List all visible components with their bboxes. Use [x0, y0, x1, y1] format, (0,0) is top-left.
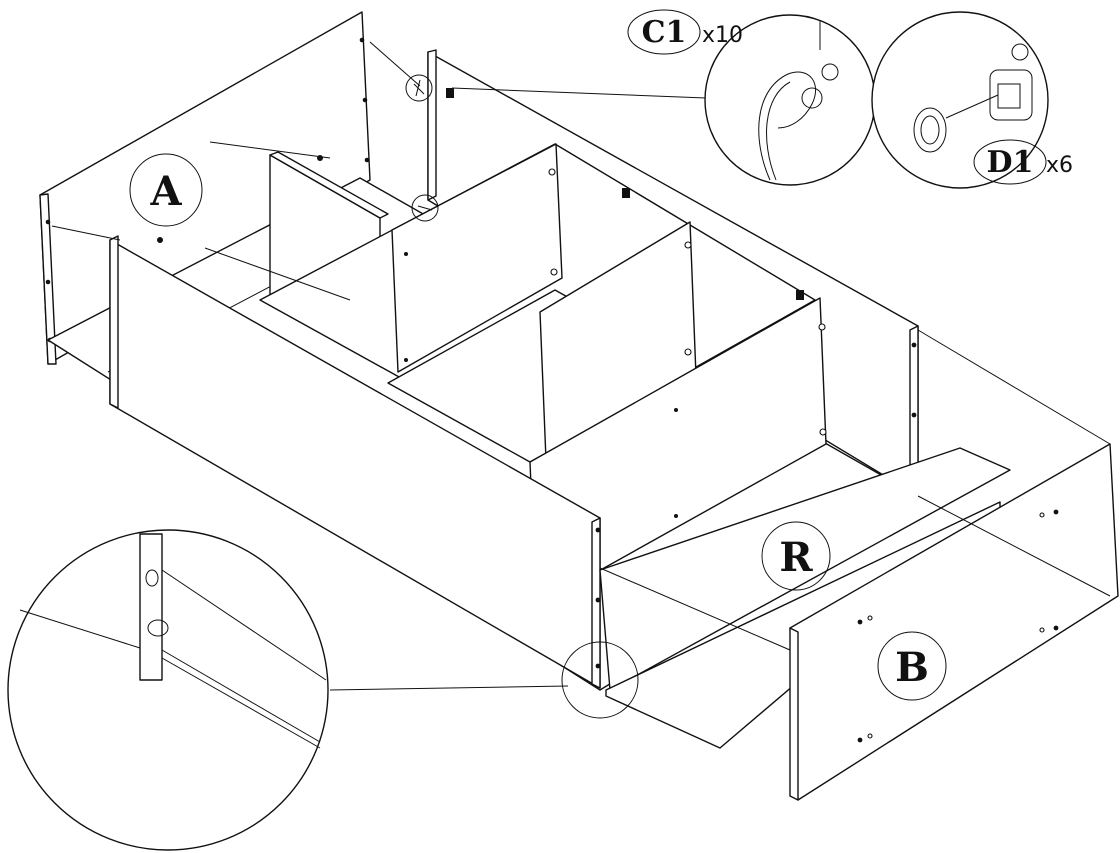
label-d1: D1 x6: [973, 139, 1073, 185]
detail-circle-d1: [871, 11, 1049, 189]
label-c1-code: C1: [642, 15, 687, 50]
vertical-dividers: [391, 143, 827, 607]
label-c1: C1 x10: [627, 9, 743, 55]
label-r: R: [761, 521, 831, 591]
label-c1-qty: x10: [702, 23, 743, 48]
label-b: B: [877, 631, 947, 701]
label-a-text: A: [149, 168, 182, 215]
label-a: A: [129, 153, 203, 227]
cam-lock-connectors: [51, 41, 804, 301]
label-b-text: B: [895, 644, 929, 691]
detail-circle-joint: [7, 529, 639, 851]
label-d1-qty: x6: [1046, 153, 1073, 178]
label-r-text: R: [779, 534, 813, 581]
callout-lines: [329, 87, 707, 691]
front-panel: [109, 235, 601, 689]
label-d1-code: D1: [987, 145, 1034, 180]
side-panel-b: [789, 329, 1119, 801]
